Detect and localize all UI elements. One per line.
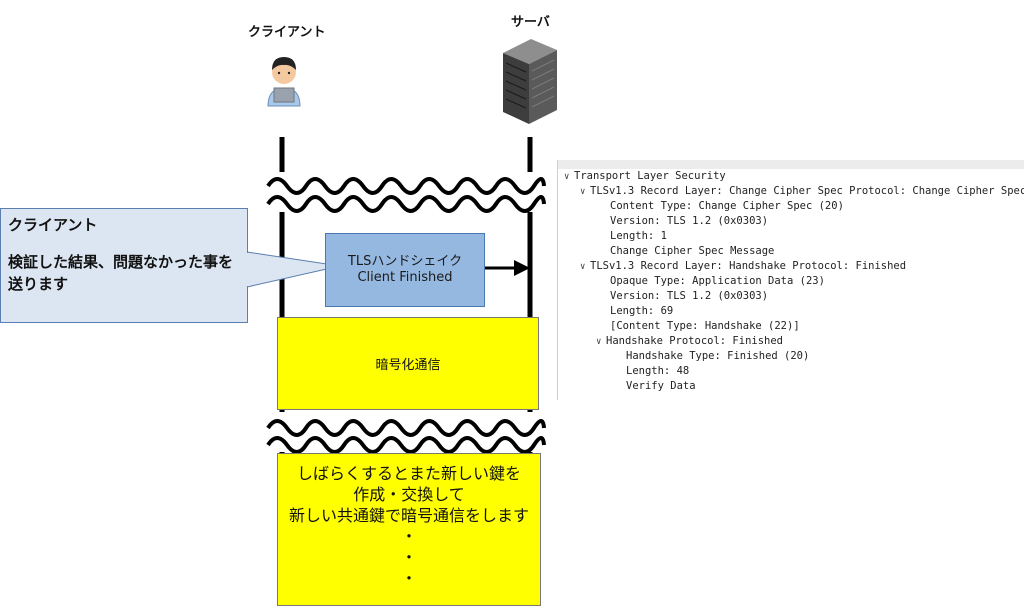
note-line: ・	[400, 527, 417, 546]
message-line-1: TLSハンドシェイク	[347, 254, 463, 269]
tree-row-text: Handshake Type: Finished (20)	[626, 350, 810, 362]
packet-detail-panel: ∨ Transport Layer Security ∨ TLSv1.3 Recor…	[557, 160, 1024, 400]
callout-joint	[246, 253, 250, 286]
expand-caret-icon[interactable]: ∨	[564, 172, 570, 182]
note-line: ・	[400, 548, 417, 567]
message-arrow-head	[514, 260, 530, 276]
wavy-break-top-2	[266, 195, 546, 213]
tree-row[interactable]: Length: 48	[626, 364, 689, 378]
tree-row-text: TLSv1.3 Record Layer: Change Cipher Spec…	[590, 185, 1024, 197]
tree-row[interactable]: Version: TLS 1.2 (0x0303)	[610, 289, 768, 303]
tree-row[interactable]: ∨ Transport Layer Security	[564, 169, 726, 184]
tree-row-text: Length: 69	[610, 305, 674, 317]
callout-box	[0, 208, 248, 323]
tree-row[interactable]: Length: 1	[610, 229, 667, 243]
tree-row[interactable]: Verify Data	[626, 379, 696, 393]
callout-title: クライアント	[8, 216, 98, 234]
wavy-break-top-1	[266, 177, 546, 195]
tree-row[interactable]: Handshake Type: Finished (20)	[626, 349, 809, 363]
wavy-break-bottom-2	[266, 436, 546, 454]
message-line-2: Client Finished	[357, 270, 453, 285]
tree-row-text: Length: 48	[626, 365, 690, 377]
tree-row-text: Opaque Type: Application Data (23)	[610, 275, 825, 287]
tree-row-text: Verify Data	[626, 380, 696, 392]
tree-row[interactable]: Length: 69	[610, 304, 673, 318]
tree-row-text: Length: 1	[610, 230, 667, 242]
expand-caret-icon[interactable]: ∨	[580, 262, 586, 272]
tree-row[interactable]: Opaque Type: Application Data (23)	[610, 274, 825, 288]
encrypted-communication-box: 暗号化通信	[277, 317, 539, 410]
server-label: サーバ	[511, 15, 550, 30]
callout-body: 検証した結果、問題なかった事を送ります	[8, 253, 234, 293]
tree-row[interactable]: Version: TLS 1.2 (0x0303)	[610, 214, 768, 228]
note-box: しばらくするとまた新しい鍵を 作成・交換して 新しい共通鍵で暗号通信をします ・…	[277, 453, 541, 606]
tree-row-text: Transport Layer Security	[574, 170, 726, 182]
expand-caret-icon[interactable]: ∨	[596, 337, 602, 347]
tree-row[interactable]: ∨ Handshake Protocol: Finished	[596, 334, 783, 349]
tree-row-text: [Content Type: Handshake (22)]	[610, 320, 800, 332]
tree-row-text: Change Cipher Spec Message	[610, 245, 775, 257]
note-line: 新しい共通鍵で暗号通信をします	[288, 506, 529, 525]
expand-caret-icon[interactable]: ∨	[580, 187, 586, 197]
tree-row[interactable]: ∨ TLSv1.3 Record Layer: Change Cipher Spe…	[580, 184, 1024, 199]
note-line: しばらくするとまた新しい鍵を	[296, 464, 521, 483]
wavy-break-bottom-1	[266, 419, 546, 437]
note-line: ・	[400, 569, 417, 588]
tree-row[interactable]: ∨ TLSv1.3 Record Layer: Handshake Protoco…	[580, 259, 906, 274]
tree-row-text: Content Type: Change Cipher Spec (20)	[610, 200, 844, 212]
tree-row-text: Handshake Protocol: Finished	[606, 335, 784, 347]
note-line: 作成・交換して	[353, 485, 465, 504]
panel-top-strip	[558, 160, 1024, 169]
tree-row-text: Version: TLS 1.2 (0x0303)	[610, 215, 769, 227]
tree-row[interactable]: Content Type: Change Cipher Spec (20)	[610, 199, 844, 213]
tree-row[interactable]: [Content Type: Handshake (22)]	[610, 319, 800, 333]
message-box: TLSハンドシェイク Client Finished	[325, 233, 485, 307]
tree-row-text: TLSv1.3 Record Layer: Handshake Protocol…	[590, 260, 907, 272]
tree-row[interactable]: Change Cipher Spec Message	[610, 244, 774, 258]
client-label: クライアント	[248, 25, 326, 40]
tree-row-text: Version: TLS 1.2 (0x0303)	[610, 290, 769, 302]
encrypted-communication-label: 暗号化通信	[375, 358, 441, 373]
server-rack-icon	[503, 39, 557, 124]
client-person-icon	[267, 57, 301, 107]
